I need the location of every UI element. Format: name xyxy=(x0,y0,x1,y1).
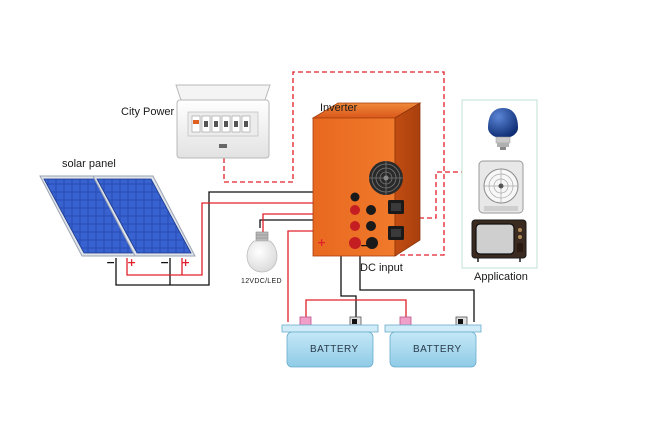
ac-output-sockets xyxy=(388,200,404,240)
dc-input-label: DC input xyxy=(360,262,403,274)
inverter-plus-sign: + xyxy=(317,236,327,249)
fan-appliance-icon xyxy=(478,160,524,214)
inverter-label: Inverter xyxy=(320,102,358,114)
application-panel xyxy=(461,99,538,269)
application-label: Application xyxy=(474,271,528,283)
battery-2-label: BATTERY xyxy=(413,344,462,355)
panel-right-minus-sign: − xyxy=(160,256,170,269)
panel-right-plus-sign: + xyxy=(181,256,191,269)
inverter-terminals xyxy=(349,192,378,249)
city-power-label: City Power xyxy=(121,106,175,118)
city-power-breaker-box xyxy=(175,84,271,159)
battery-1 xyxy=(281,316,379,368)
inverter-minus-sign: − xyxy=(360,239,370,252)
led-bulb-icon xyxy=(246,231,278,273)
ac-wiring-dashed xyxy=(223,71,462,256)
solar-panel-array xyxy=(39,175,196,257)
panel-left-plus-sign: + xyxy=(127,256,137,269)
solar-panel-right xyxy=(92,175,196,257)
tv-icon xyxy=(471,219,527,262)
solar-panel-label: solar panel xyxy=(62,158,116,170)
inverter-unit xyxy=(311,102,422,257)
battery-2 xyxy=(384,316,482,368)
led-lamp-icon xyxy=(488,108,518,150)
lamp-label: 12VDC/LED xyxy=(241,278,282,285)
battery-1-label: BATTERY xyxy=(310,344,359,355)
fan-icon xyxy=(369,161,403,195)
panel-left-minus-sign: − xyxy=(106,256,116,269)
